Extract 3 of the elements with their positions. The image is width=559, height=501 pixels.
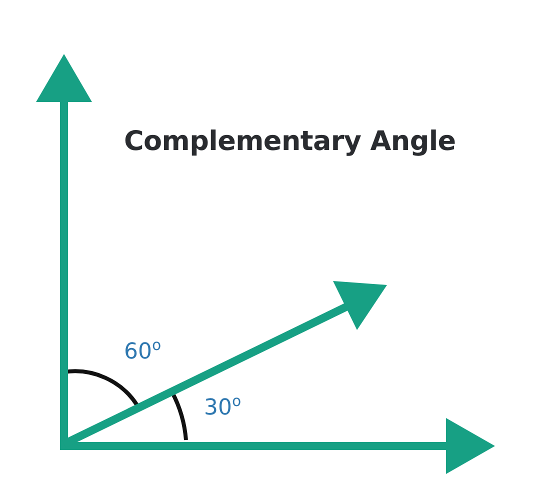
title: Complementary Angle [124, 126, 456, 157]
angle-label: 30$^{o}$ [204, 392, 242, 420]
angle-label: 60$^{o}$ [124, 336, 162, 364]
